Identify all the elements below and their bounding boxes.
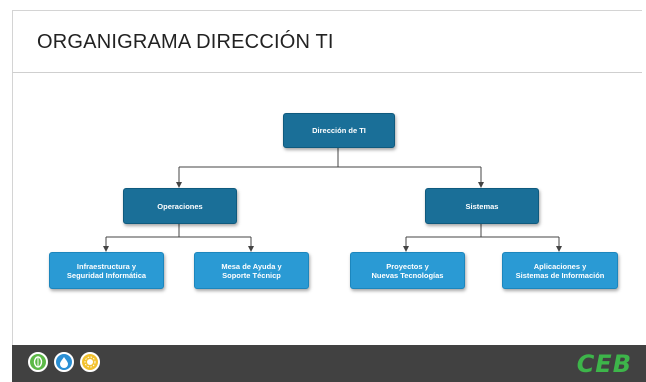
node-infraestructura-line2: Seguridad Informática bbox=[66, 270, 147, 280]
title-bar: ORGANIGRAMA DIRECCIÓN TI bbox=[12, 10, 642, 73]
org-connectors bbox=[103, 146, 562, 252]
page-title: ORGANIGRAMA DIRECCIÓN TI bbox=[37, 31, 334, 53]
sun-icon bbox=[80, 352, 100, 372]
node-proyectos: Proyectos y Nuevas Tecnologías bbox=[350, 252, 465, 289]
leaf-icon bbox=[28, 352, 48, 372]
node-mesa-ayuda: Mesa de Ayuda y Soporte Técnicp bbox=[194, 252, 309, 289]
ceb-logo: CEB bbox=[576, 350, 632, 378]
node-operaciones-label: Operaciones bbox=[157, 201, 203, 211]
node-infraestructura: Infraestructura y Seguridad Informática bbox=[49, 252, 164, 289]
node-direccion-ti: Dirección de TI bbox=[283, 113, 395, 148]
node-proyectos-line2: Nuevas Tecnologías bbox=[371, 270, 444, 280]
footer-bar: CEB bbox=[12, 345, 646, 382]
node-aplicaciones: Aplicaciones y Sistemas de Información bbox=[502, 252, 618, 289]
node-aplicaciones-line2: Sistemas de Información bbox=[515, 270, 605, 280]
node-sistemas: Sistemas bbox=[425, 188, 539, 224]
water-drop-icon bbox=[54, 352, 74, 372]
node-sistemas-label: Sistemas bbox=[465, 201, 499, 211]
node-operaciones: Operaciones bbox=[123, 188, 237, 224]
node-direccion-ti-label: Dirección de TI bbox=[312, 126, 366, 135]
node-mesa-ayuda-line2: Soporte Técnicp bbox=[222, 270, 281, 280]
node-mesa-ayuda-line1: Mesa de Ayuda y bbox=[221, 261, 282, 271]
node-aplicaciones-line1: Aplicaciones y bbox=[533, 261, 587, 271]
node-proyectos-line1: Proyectos y bbox=[386, 261, 429, 271]
node-infraestructura-line1: Infraestructura y bbox=[76, 261, 137, 271]
content-left-border bbox=[12, 73, 13, 345]
